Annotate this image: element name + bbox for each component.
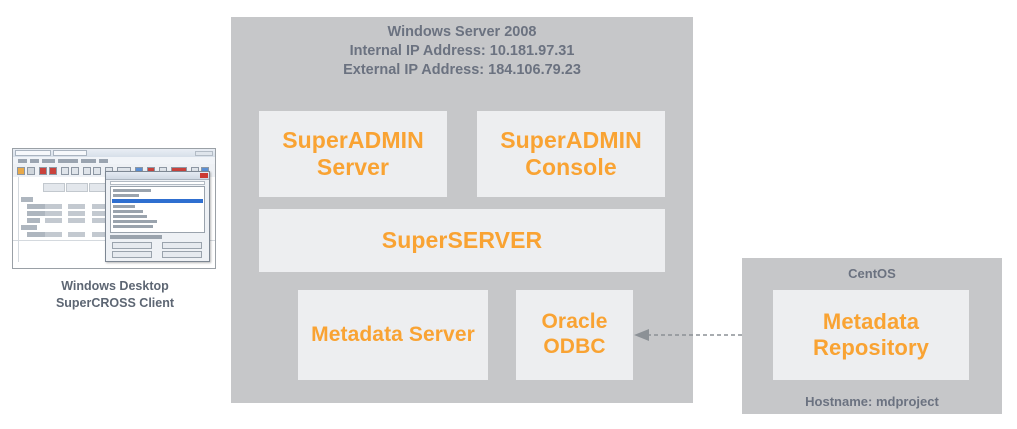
thumbnail-menu-calculations (58, 158, 78, 163)
thumbnail-tree-item (113, 194, 139, 197)
thumbnail-tree-item (113, 215, 147, 218)
thumbnail-toolbar-icon-sum (93, 166, 101, 175)
thumbnail-cell (92, 211, 111, 216)
thumbnail-toolbar-icon-grid (71, 166, 79, 175)
thumbnail-row-label (21, 225, 37, 230)
thumbnail-tab-1 (15, 150, 51, 156)
thumbnail-row-label (27, 232, 51, 237)
component-superserver-label: SuperSERVER (381, 226, 543, 253)
thumbnail-window-controls (195, 150, 213, 156)
thumbnail-menu-edit (30, 158, 39, 163)
component-superadmin-server-label: SuperADMIN Server (282, 126, 424, 180)
thumbnail-toolbar-icon-stop (39, 166, 47, 175)
thumbnail-tree-item (113, 210, 143, 213)
thumbnail-cell (45, 218, 62, 223)
centos-title: CentOS (848, 266, 896, 281)
thumbnail-tree-item (113, 205, 135, 208)
thumbnail-tree-item (113, 189, 151, 192)
thumbnail-row-label (21, 197, 33, 202)
component-superserver: SuperSERVER (259, 209, 665, 272)
thumbnail-row-label (27, 204, 51, 209)
thumbnail-tree-item-selected (112, 199, 203, 203)
thumbnail-table-left-rule (18, 177, 19, 262)
thumbnail-menu-file (18, 158, 27, 163)
thumbnail-cell (45, 232, 62, 237)
component-metadata-repository-label: Metadata Repository (813, 309, 929, 360)
thumbnail-toolbar-icon-save (27, 166, 35, 175)
thumbnail-menu-cross (42, 158, 55, 163)
thumbnail-cell (92, 218, 111, 223)
thumbnail-cell (92, 204, 111, 209)
component-superadmin-console-label: SuperADMIN Console (500, 126, 642, 180)
thumbnail-dialog-button (162, 242, 202, 249)
thumbnail-col-header (66, 183, 88, 192)
component-metadata-server-label: Metadata Server (311, 322, 475, 346)
thumbnail-toolbar-icon-chart (83, 166, 91, 175)
thumbnail-tree-item (113, 225, 153, 228)
component-metadata-repository: Metadata Repository (773, 290, 969, 380)
thumbnail-dialog-search-field (110, 181, 205, 185)
client-caption: Windows Desktop SuperCROSS Client (55, 279, 175, 311)
windows-desktop-client-group: Windows Desktop SuperCROSS Client (12, 148, 218, 313)
connector-arrowhead-left-icon (634, 329, 649, 341)
thumbnail-selection-dialog (105, 171, 210, 262)
windows-server-title: Windows Server 2008 Internal IP Address:… (343, 24, 581, 79)
thumbnail-toolbar-icon-record (49, 166, 57, 175)
component-superadmin-console: SuperADMIN Console (477, 111, 665, 197)
thumbnail-cell (68, 232, 85, 237)
thumbnail-cell (68, 204, 85, 209)
thumbnail-cell (68, 218, 85, 223)
thumbnail-dialog-button (112, 242, 152, 249)
thumbnail-menu-windows (81, 158, 96, 163)
centos-hostname-label: Hostname: mdproject (805, 394, 939, 409)
thumbnail-col-header (43, 183, 65, 192)
thumbnail-cell (92, 232, 111, 237)
thumbnail-dialog-button (162, 251, 202, 258)
thumbnail-toolbar-icon-open (17, 166, 25, 175)
thumbnail-row-label (27, 218, 40, 223)
thumbnail-dialog-titlebar (106, 172, 209, 180)
thumbnail-dialog-close-icon (200, 173, 208, 178)
thumbnail-tree-item (113, 220, 157, 223)
thumbnail-dialog-button (112, 251, 152, 258)
component-metadata-server: Metadata Server (298, 290, 488, 380)
supercross-client-screenshot-thumbnail (12, 148, 216, 269)
thumbnail-menu-help (99, 158, 108, 163)
thumbnail-dialog-tree-list (110, 186, 205, 233)
thumbnail-row-label (27, 211, 51, 216)
thumbnail-cell (45, 211, 62, 216)
thumbnail-cell (45, 204, 62, 209)
thumbnail-cell (68, 211, 85, 216)
thumbnail-tab-2 (53, 150, 87, 156)
component-oracle-odbc-label: Oracle ODBC (541, 310, 608, 358)
thumbnail-dialog-checkbox (110, 235, 162, 239)
component-oracle-odbc: Oracle ODBC (516, 290, 633, 380)
thumbnail-toolbar-icon-table (61, 166, 69, 175)
component-superadmin-server: SuperADMIN Server (259, 111, 447, 197)
